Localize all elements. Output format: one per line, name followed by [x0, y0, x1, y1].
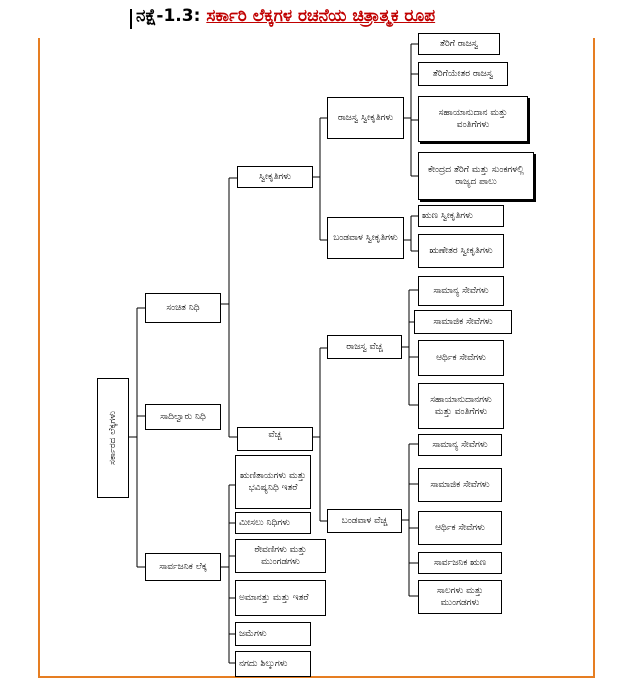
label: ಸಾರ್ವಜನಿಕ ಲೆಕ್ಕ	[159, 562, 207, 572]
label: ಆರ್ಥಿಕ ಸೇವೆಗಳು	[436, 353, 486, 363]
label: ಋಣೇತರ ಸ್ವೀಕೃತಿಗಳು	[429, 246, 493, 256]
node-public-account: ಸಾರ್ವಜನಿಕ ಲೆಕ್ಕ	[145, 553, 221, 581]
label: ನಗದು ಶಿಲ್ಕುಗಳು	[239, 659, 288, 669]
label: ರಾಜಸ್ವ ಸ್ವೀಕೃತಿಗಳು	[337, 113, 394, 123]
node-public-item-1: ಋಣಿತಾಯಗಳು ಮತ್ತು ಭವಿಷ್ಯನಿಧಿ ಇತರೆ	[235, 455, 311, 509]
node-revenue-receipts: ರಾಜಸ್ವ ಸ್ವೀಕೃತಿಗಳು	[327, 97, 404, 139]
root-node-government-accounts: ಸರ್ಕಾರದ ಲೆಕ್ಕಗಳು	[97, 378, 129, 498]
root-label: ಸರ್ಕಾರದ ಲೆಕ್ಕಗಳು	[108, 411, 118, 465]
node-receipts: ಸ್ವೀಕೃತಿಗಳು	[237, 166, 313, 188]
diagram-frame	[38, 38, 595, 678]
node-public-item-3: ಠೇವಣಿಗಳು ಮತ್ತು ಮುಂಗಡಗಳು	[235, 539, 326, 573]
label: ಋಣಿತಾಯಗಳು ಮತ್ತು ಭವಿಷ್ಯನಿಧಿ ಇತರೆ	[240, 471, 306, 493]
node-public-debt: ಸಾರ್ವಜನಿಕ ಋಣ	[418, 552, 502, 574]
title-text: ಸರ್ಕಾರಿ ಲೆಕ್ಕಗಳ ರಚನೆಯ ಚಿತ್ರಾತ್ಮಕ ರೂಪ	[206, 6, 436, 26]
label: ಸಾಲಗಳು ಮತ್ತು ಮುಂಗಡಗಳು	[436, 586, 484, 608]
label: ಆರ್ಥಿಕ ಸೇವೆಗಳು	[435, 523, 485, 533]
label: ಸಾದಿಲ್ವಾರು ನಿಧಿ	[160, 412, 206, 422]
label: ಕೇಂದ್ರದ ತೆರಿಗೆ ಮತ್ತು ಸುಂಕಗಳಲ್ಲಿ ರಾಜ್ಯದ ಪ…	[428, 165, 524, 187]
label: ಸಾಮಾಜಿಕ ಸೇವೆಗಳು	[430, 480, 490, 490]
label: ಸಂಚಿತ ನಿಧಿ	[166, 303, 200, 313]
node-consolidated-fund: ಸಂಚಿತ ನಿಧಿ	[145, 293, 221, 323]
label: ಮೀಸಲು ನಿಧಿಗಳು	[239, 518, 290, 528]
label: ಸಹಾಯಾನುದಾನ ಮತ್ತು ವಂತಿಗೆಗಳು	[438, 108, 508, 130]
label: ಸಾಮಾನ್ಯ ಸೇವೆಗಳು	[432, 440, 488, 450]
node-capital-expenditure: ಬಂಡವಾಳ ವೆಚ್ಚ	[327, 509, 402, 533]
label: ಅಮಾನತ್ತು ಮತ್ತು ಇತರೆ	[239, 593, 309, 603]
node-non-tax-revenue: ತೆರಿಗೆಯೇತರ ರಾಜಸ್ವ	[418, 62, 508, 86]
label: ಬಂಡವಾಳ ಸ್ವೀಕೃತಿಗಳು	[333, 233, 398, 243]
label: ತೆರಿಗೆ ರಾಜಸ್ವ	[439, 39, 479, 49]
node-public-item-5: ಜಮೆಗಳು	[235, 622, 311, 646]
label: ಸ್ವೀಕೃತಿಗಳು	[258, 172, 292, 182]
node-rev-social-services: ಸಾಮಾಜಿಕ ಸೇವೆಗಳು	[414, 310, 512, 334]
node-contingency-fund: ಸಾದಿಲ್ವಾರು ನಿಧಿ	[145, 404, 221, 430]
label: ಠೇವಣಿಗಳು ಮತ್ತು ಮುಂಗಡಗಳು	[254, 545, 307, 567]
label: ಋಣ ಸ್ವೀಕೃತಿಗಳು	[422, 211, 473, 221]
label: ಜಮೆಗಳು	[239, 629, 267, 639]
label: ಸಾರ್ವಜನಿಕ ಋಣ	[433, 558, 487, 568]
label: ಸಾಮಾನ್ಯ ಸೇವೆಗಳು	[433, 286, 489, 296]
node-rev-economic-services: ಆರ್ಥಿಕ ಸೇವೆಗಳು	[418, 340, 504, 376]
node-public-item-2: ಮೀಸಲು ನಿಧಿಗಳು	[235, 512, 311, 534]
node-revenue-expenditure: ರಾಜಸ್ವ ವೆಚ್ಚ	[327, 335, 402, 359]
title-number: ನಕ್ಷೆ-1.3:	[136, 6, 201, 26]
label: ತೆರಿಗೆಯೇತರ ರಾಜಸ್ವ	[432, 69, 494, 79]
node-cap-economic-services: ಆರ್ಥಿಕ ಸೇವೆಗಳು	[418, 511, 502, 545]
node-expenditure: ವೆಚ್ಚ	[237, 427, 313, 451]
node-grants-in-aid-receipts: ಸಹಾಯಾನುದಾನ ಮತ್ತು ವಂತಿಗೆಗಳು	[418, 96, 528, 142]
node-rev-general-services: ಸಾಮಾನ್ಯ ಸೇವೆಗಳು	[418, 276, 504, 306]
node-public-item-6: ನಗದು ಶಿಲ್ಕುಗಳು	[235, 651, 311, 677]
node-capital-receipts: ಬಂಡವಾಳ ಸ್ವೀಕೃತಿಗಳು	[327, 217, 404, 259]
node-public-item-4: ಅಮಾನತ್ತು ಮತ್ತು ಇತರೆ	[235, 580, 326, 616]
node-cap-general-services: ಸಾಮಾನ್ಯ ಸೇವೆಗಳು	[418, 434, 502, 456]
node-non-debt-receipts: ಋಣೇತರ ಸ್ವೀಕೃತಿಗಳು	[418, 234, 504, 268]
diagram-title: ನಕ್ಷೆ-1.3: ಸರ್ಕಾರಿ ಲೆಕ್ಕಗಳ ರಚನೆಯ ಚಿತ್ರಾತ…	[130, 6, 436, 29]
node-cap-social-services: ಸಾಮಾಜಿಕ ಸೇವೆಗಳು	[418, 468, 502, 502]
label: ರಾಜಸ್ವ ವೆಚ್ಚ	[346, 342, 383, 352]
label: ಬಂಡವಾಳ ವೆಚ್ಚ	[341, 516, 388, 526]
label: ಸಹಾಯಾನುದಾನಗಳು ಮತ್ತು ವಂತಿಗೆಗಳು	[430, 395, 492, 417]
label: ಸಾಮಾಜಿಕ ಸೇವೆಗಳು	[433, 317, 493, 327]
title-cursor-mark	[130, 9, 132, 29]
label: ವೆಚ್ಚ	[268, 430, 282, 440]
node-rev-grants-in-aid: ಸಹಾಯಾನುದಾನಗಳು ಮತ್ತು ವಂತಿಗೆಗಳು	[418, 383, 504, 429]
node-debt-receipts: ಋಣ ಸ್ವೀಕೃತಿಗಳು	[418, 205, 504, 227]
node-tax-revenue: ತೆರಿಗೆ ರಾಜಸ್ವ	[418, 33, 500, 55]
node-central-tax-share: ಕೇಂದ್ರದ ತೆರಿಗೆ ಮತ್ತು ಸುಂಕಗಳಲ್ಲಿ ರಾಜ್ಯದ ಪ…	[418, 152, 534, 200]
node-loans-and-advances: ಸಾಲಗಳು ಮತ್ತು ಮುಂಗಡಗಳು	[418, 580, 502, 614]
